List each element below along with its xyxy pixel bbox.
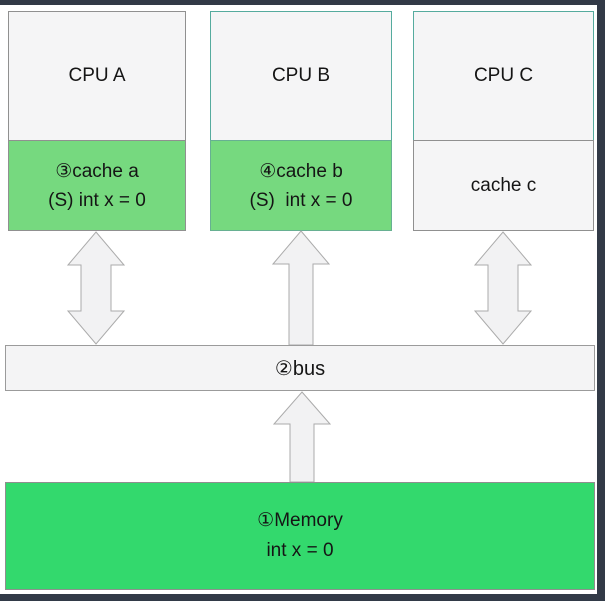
cache-a-bus-double-arrow bbox=[67, 231, 125, 345]
frame-right-border bbox=[597, 0, 605, 601]
memory-title: ①Memory bbox=[257, 510, 343, 531]
cpu-c-label: CPU C bbox=[473, 65, 534, 86]
cache-b-value: (S) int x = 0 bbox=[249, 189, 353, 211]
cache-c-label: cache c bbox=[470, 175, 537, 196]
bus-bar: ②bus bbox=[5, 345, 595, 391]
cache-a-value: (S) int x = 0 bbox=[48, 189, 146, 211]
bus-cache-b-up-arrow bbox=[272, 230, 330, 345]
cpu-b-box: CPU B bbox=[210, 11, 392, 141]
cache-a-title: ③cache a bbox=[55, 160, 139, 182]
cache-b-box: ④cache b (S) int x = 0 bbox=[210, 140, 392, 231]
bus-label: ②bus bbox=[274, 357, 326, 380]
memory-value: int x = 0 bbox=[266, 540, 334, 561]
cache-a-box: ③cache a (S) int x = 0 bbox=[8, 140, 186, 231]
memory-box: ①Memory int x = 0 bbox=[5, 482, 595, 590]
frame-bottom-border bbox=[0, 594, 605, 601]
memory-bus-up-arrow bbox=[273, 391, 331, 482]
frame-top-border bbox=[0, 0, 605, 5]
cache-b-title: ④cache b bbox=[259, 160, 343, 182]
cpu-a-label: CPU A bbox=[68, 65, 126, 86]
cpu-a-box: CPU A bbox=[8, 11, 186, 141]
cache-c-bus-double-arrow bbox=[474, 231, 532, 345]
cache-c-box: cache c bbox=[413, 140, 594, 231]
cpu-c-box: CPU C bbox=[413, 11, 594, 141]
cpu-b-label: CPU B bbox=[271, 65, 331, 86]
